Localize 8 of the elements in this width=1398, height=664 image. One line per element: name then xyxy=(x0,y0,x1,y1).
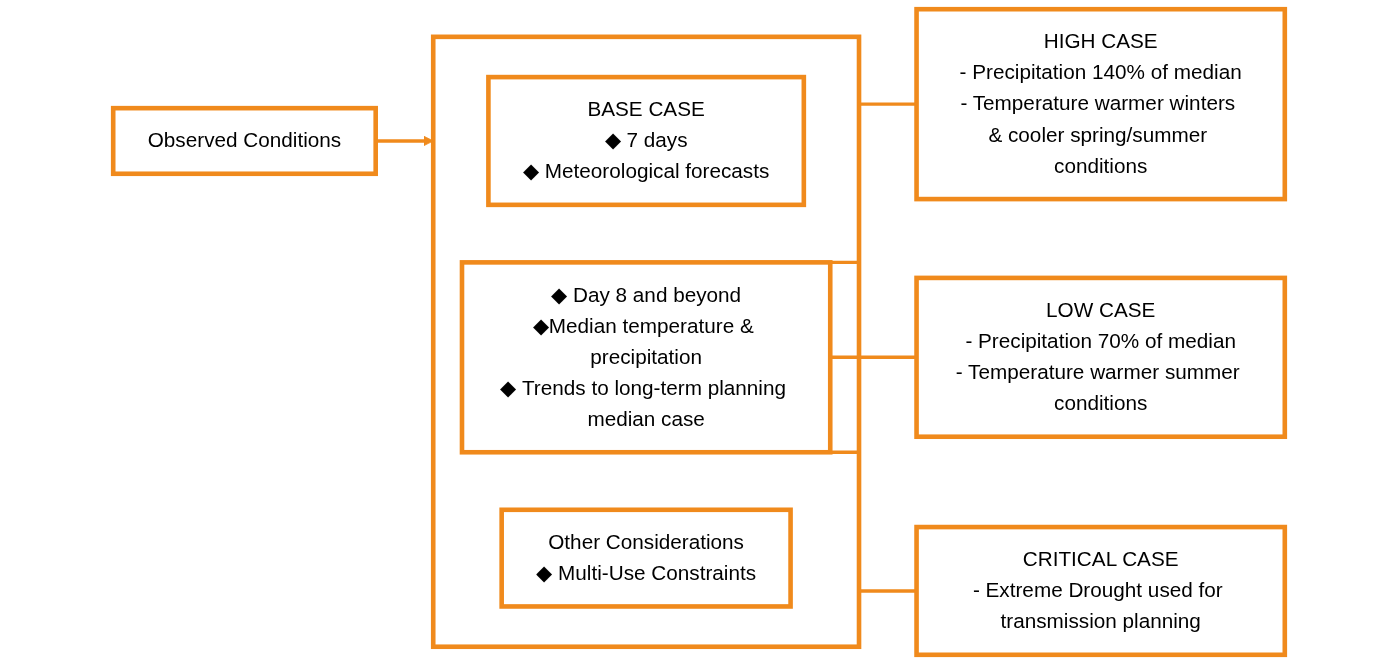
node-box: Observed Conditions xyxy=(110,105,378,177)
node-box: CRITICAL CASE - Extreme Drought used for transmission planning xyxy=(914,524,1288,658)
node-box: ◆ Day 8 and beyond ◆Median temperature & precipitation ◆ Trends to long-term planning median case xyxy=(459,260,833,455)
node-box: HIGH CASE - Precipitation 140% of median - Temperature warmer winters & cooler spring/summer conditions xyxy=(914,6,1288,202)
node-box: BASE CASE ◆ 7 days ◆ Meteorological forecasts xyxy=(486,74,807,208)
node-box: LOW CASE - Precipitation 70% of median - Temperature warmer summer conditions xyxy=(914,275,1288,440)
node-box: Other Considerations ◆ Multi-Use Constraints xyxy=(499,507,793,609)
cluster xyxy=(430,34,862,650)
